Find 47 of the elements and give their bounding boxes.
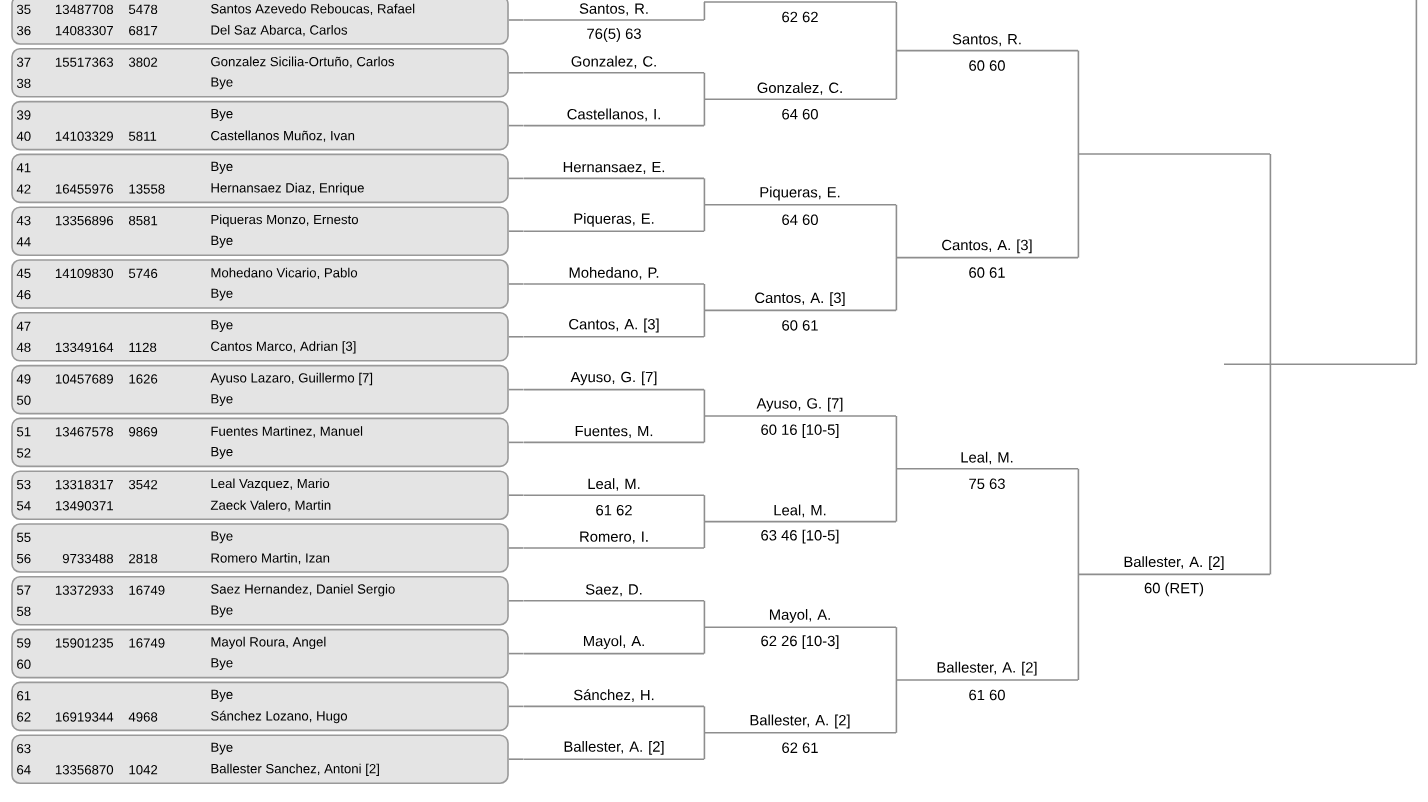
bracket-connector bbox=[895, 256, 898, 312]
bracket-connector bbox=[508, 547, 525, 549]
bracket-connector bbox=[703, 177, 706, 206]
bracket-line bbox=[1223, 363, 1417, 365]
bracket-connector bbox=[1077, 49, 1080, 155]
bracket-connector bbox=[703, 98, 706, 127]
bracket-connector bbox=[703, 494, 706, 523]
bracket-connector bbox=[703, 309, 706, 338]
bracket-connector bbox=[703, 72, 706, 100]
bracket-connector bbox=[508, 388, 525, 391]
bracket-connector bbox=[703, 705, 706, 734]
bracket-connector bbox=[703, 388, 706, 417]
bracket-connector bbox=[703, 204, 706, 232]
bracket-connector bbox=[1077, 153, 1080, 259]
bracket-connector bbox=[703, 732, 706, 760]
bracket-connector bbox=[703, 1, 706, 21]
bracket-connector bbox=[1269, 153, 1272, 365]
bracket-connector bbox=[508, 705, 525, 708]
bracket-connector bbox=[703, 600, 706, 628]
bracket-connector bbox=[703, 520, 706, 549]
bracket-connector bbox=[703, 283, 706, 312]
bracket-connector bbox=[508, 652, 525, 655]
bracket-connector bbox=[508, 124, 525, 127]
bracket-line bbox=[1077, 153, 1271, 155]
bracket-connector bbox=[508, 336, 525, 338]
bracket-connector bbox=[1269, 363, 1272, 576]
bracket-connector bbox=[1077, 467, 1080, 576]
bracket-connector bbox=[508, 230, 525, 232]
bracket-connector bbox=[895, 415, 898, 470]
bracket-connector bbox=[508, 758, 525, 760]
bracket-connector bbox=[508, 494, 525, 496]
bracket-connector bbox=[508, 441, 525, 444]
bracket-connector bbox=[895, 467, 898, 523]
bracket-connector bbox=[508, 177, 525, 180]
bracket-connector bbox=[895, 679, 898, 734]
bracket-connector bbox=[508, 72, 525, 74]
bracket-connector bbox=[508, 600, 525, 602]
bracket-connector bbox=[895, 626, 898, 681]
bracket-connector bbox=[508, 19, 525, 21]
bracket-connector bbox=[508, 283, 525, 285]
bracket-connector bbox=[1077, 573, 1080, 681]
bracket-connector bbox=[895, 1, 898, 52]
bracket-connector bbox=[895, 204, 898, 259]
bracket-connector bbox=[703, 415, 706, 444]
bracket-connector bbox=[1415, 0, 1418, 365]
bracket-connector bbox=[895, 49, 898, 100]
bracket-connector bbox=[703, 626, 706, 655]
